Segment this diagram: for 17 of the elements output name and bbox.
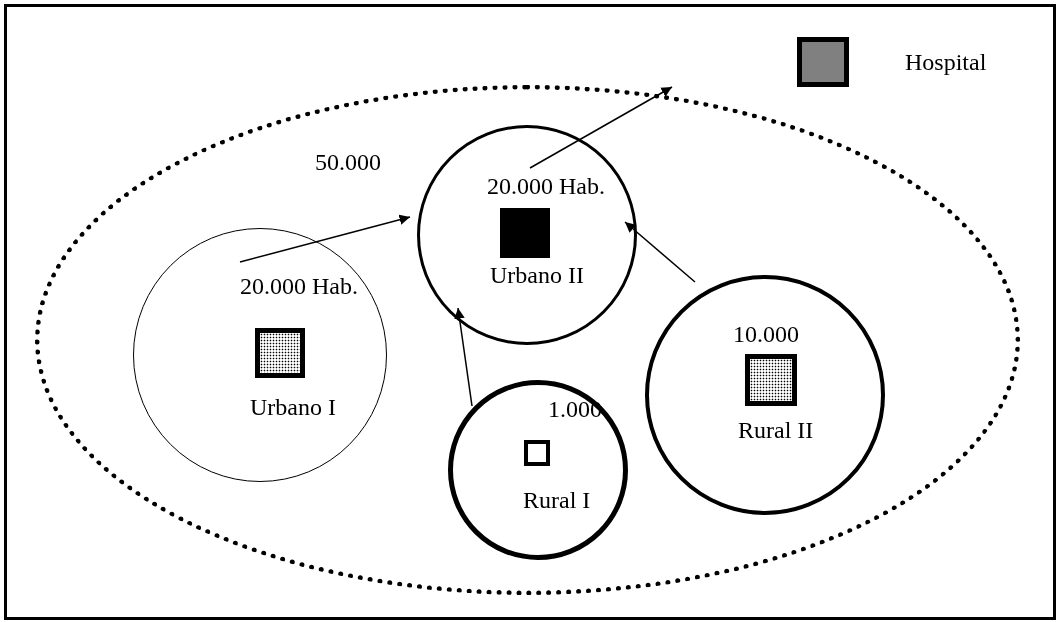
arrow <box>529 86 673 169</box>
arrow <box>239 214 411 263</box>
area-label: Urbano II <box>490 261 584 289</box>
population-label: 20.000 Hab. <box>487 172 605 200</box>
area-circle <box>448 380 628 560</box>
area-circle <box>645 275 885 515</box>
arrow <box>454 307 473 407</box>
area-circle <box>417 125 637 345</box>
population-label: 10.000 <box>733 320 799 348</box>
area-label: Rural I <box>523 486 591 514</box>
area-label: Urbano I <box>250 393 336 421</box>
arrow <box>624 221 696 283</box>
population-label: 50.000 <box>315 148 381 176</box>
population-label: 20.000 Hab. <box>240 272 358 300</box>
legend-label: Hospital <box>905 48 987 76</box>
region-ellipse <box>35 85 1020 595</box>
area-label: Rural II <box>738 416 814 444</box>
